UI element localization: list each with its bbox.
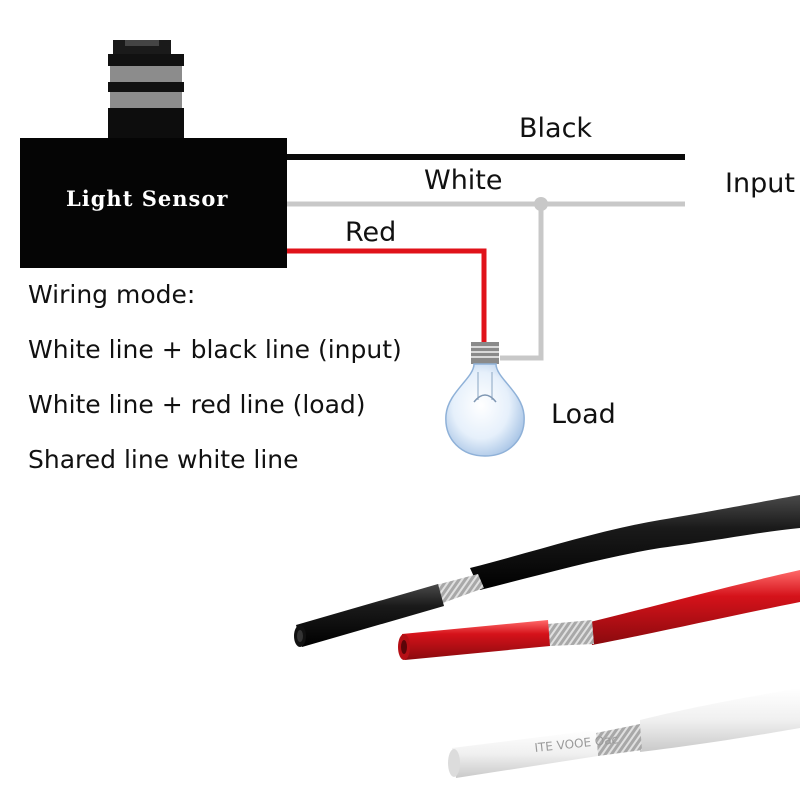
load-label: Load: [551, 399, 616, 430]
wire-photo: ITE VOOE Oac: [294, 495, 800, 778]
black-wire-label: Black: [519, 113, 593, 144]
sensor-label: Light Sensor: [66, 186, 229, 211]
wiring-mode-heading: Wiring mode:: [28, 280, 196, 309]
light-bulb-icon: [445, 342, 525, 457]
wiring-note-input: White line + black line (input): [28, 335, 402, 364]
white-wire-branch: [500, 204, 544, 361]
wiring-note-load: White line + red line (load): [28, 390, 366, 419]
white-wire-label: White: [424, 165, 503, 196]
junction-dot: [534, 197, 548, 211]
red-wire: [287, 248, 487, 345]
input-label: Input: [725, 168, 795, 199]
light-sensor-icon: [20, 40, 287, 268]
sensor-body: [20, 138, 287, 268]
red-wire-label: Red: [345, 217, 397, 248]
wiring-note-shared: Shared line white line: [28, 445, 299, 474]
